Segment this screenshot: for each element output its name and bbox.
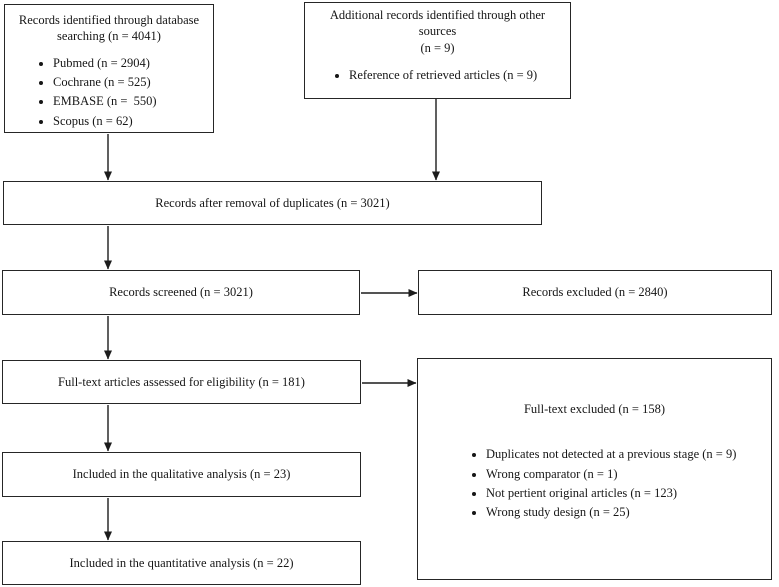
list-item: Wrong comparator (n = 1) xyxy=(486,465,761,484)
fulltext-excluded-list: Duplicates not detected at a previous st… xyxy=(424,445,765,523)
list-item: Cochrane (n = 525) xyxy=(53,73,201,92)
box-fulltext-excluded: Full-text excluded (n = 158) Duplicates … xyxy=(417,358,772,580)
other-sources-count: (n = 9) xyxy=(420,40,455,55)
list-item: Pubmed (n = 2904) xyxy=(53,54,201,73)
dedup-label: Records after removal of duplicates (n =… xyxy=(155,195,390,210)
box-fulltext-assessed: Full-text articles assessed for eligibil… xyxy=(2,360,361,404)
records-excluded-label: Records excluded (n = 2840) xyxy=(522,285,668,300)
list-item: EMBASE (n = 550) xyxy=(53,92,201,111)
other-sources-list: Reference of retrieved articles (n = 9) xyxy=(311,66,564,85)
database-box-title: Records identified through database sear… xyxy=(18,13,200,44)
box-other-sources: Additional records identified through ot… xyxy=(304,2,571,99)
box-qualitative-analysis: Included in the qualitative analysis (n … xyxy=(2,452,361,497)
quantitative-label: Included in the quantitative analysis (n… xyxy=(69,555,294,570)
qualitative-label: Included in the qualitative analysis (n … xyxy=(72,467,291,482)
list-item: Not pertient original articles (n = 123) xyxy=(486,484,761,503)
box-records-excluded: Records excluded (n = 2840) xyxy=(418,270,772,315)
fulltext-assessed-label: Full-text articles assessed for eligibil… xyxy=(58,374,305,389)
fulltext-excluded-title: Full-text excluded (n = 158) xyxy=(523,402,666,416)
box-database-searching: Records identified through database sear… xyxy=(4,4,214,133)
other-sources-box-title: Additional records identified through ot… xyxy=(329,8,546,39)
screened-label: Records screened (n = 3021) xyxy=(109,285,253,300)
list-item: Duplicates not detected at a previous st… xyxy=(486,445,761,464)
box-quantitative-analysis: Included in the quantitative analysis (n… xyxy=(2,541,361,585)
list-item: Wrong study design (n = 25) xyxy=(486,503,761,522)
box-records-screened: Records screened (n = 3021) xyxy=(2,270,360,315)
list-item: Scopus (n = 62) xyxy=(53,112,201,131)
box-records-after-dedup: Records after removal of duplicates (n =… xyxy=(3,181,542,225)
database-source-list: Pubmed (n = 2904) Cochrane (n = 525) EMB… xyxy=(13,54,205,132)
list-item: Reference of retrieved articles (n = 9) xyxy=(349,66,560,85)
